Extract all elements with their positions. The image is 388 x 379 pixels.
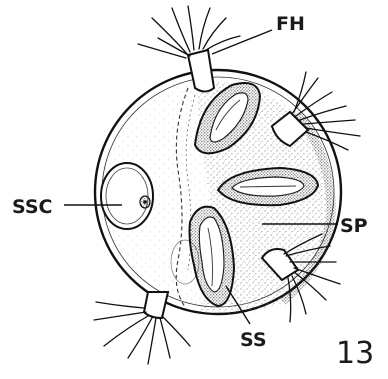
statocyst xyxy=(101,163,153,229)
label-ss: SS xyxy=(240,329,267,351)
label-sp: SP xyxy=(340,215,368,237)
figure-number: 13 xyxy=(336,336,374,371)
label-ssc: SSC xyxy=(12,196,52,218)
label-fh: FH xyxy=(276,13,305,35)
